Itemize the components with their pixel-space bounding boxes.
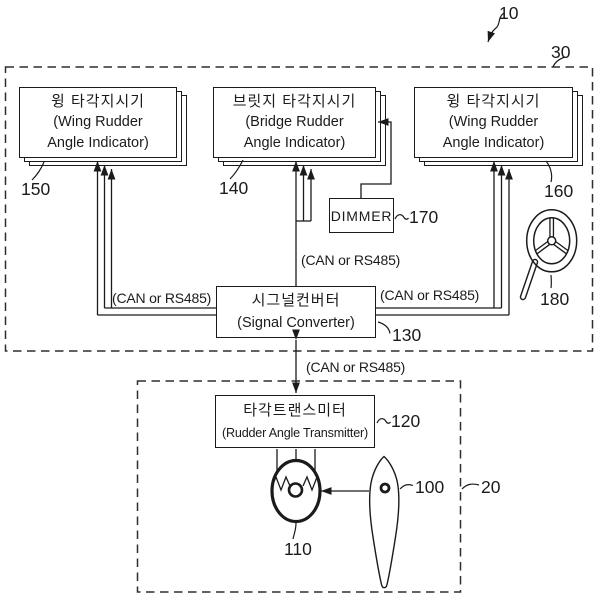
wing-rudder-indicator-right-box: 윙 타각지시기 (Wing Rudder Angle Indicator)	[414, 87, 583, 166]
ref-100: 100	[415, 477, 445, 497]
ref-140: 140	[219, 178, 249, 198]
bus-label-middle: (CAN or RS485)	[301, 252, 401, 268]
box-title-ko: 시그널컨버터	[251, 292, 341, 309]
rudder-blade-icon	[368, 455, 400, 589]
rudder-angle-transmitter-box: 타각트랜스미터 (Rudder Angle Transmitter)	[215, 395, 375, 448]
box-title: DIMMER	[330, 207, 393, 224]
ref-150: 150	[21, 179, 51, 199]
steering-wheel-icon	[519, 209, 578, 301]
wing-rudder-indicator-left-box: 윙 타각지시기 (Wing Rudder Angle Indicator)	[19, 87, 187, 166]
box-title-en: Angle Indicator)	[47, 135, 149, 151]
ref-120: 120	[391, 411, 421, 431]
bus-label-bottom: (CAN or RS485)	[306, 359, 406, 375]
box-title-en: Angle Indicator)	[243, 135, 346, 151]
ref-110: 110	[284, 539, 312, 559]
bridge-rudder-indicator-box: 브릿지 타각지시기 (Bridge Rudder Angle Indicator…	[213, 87, 386, 166]
box-title-ko: 브릿지 타각지시기	[232, 93, 357, 110]
potentiometer-icon	[270, 458, 322, 524]
box-title-en: (Bridge Rudder	[245, 114, 344, 130]
ref-30: 30	[551, 42, 571, 62]
box-title-en: (Wing Rudder	[53, 114, 143, 130]
box-title-ko: 타각트랜스미터	[243, 401, 347, 419]
dimmer-box: DIMMER	[329, 198, 394, 233]
box-title-ko: 윙 타각지시기	[446, 93, 541, 110]
signal-converter-box: 시그널컨버터 (Signal Converter)	[216, 286, 376, 338]
ref-180: 180	[540, 289, 570, 309]
ref-160: 160	[544, 181, 574, 201]
box-title-en: (Rudder Angle Transmitter)	[222, 425, 368, 440]
ref-20: 20	[481, 477, 501, 497]
bus-label-right: (CAN or RS485)	[380, 287, 480, 303]
ref-170: 170	[409, 207, 439, 227]
bus-label-left: (CAN or RS485)	[112, 290, 212, 306]
box-title-en: Angle Indicator)	[442, 135, 545, 151]
ref-130: 130	[392, 325, 422, 345]
ref-10: 10	[499, 3, 519, 23]
box-title-en: (Signal Converter)	[237, 315, 355, 331]
transmitter-potentiometer-lines	[276, 449, 316, 481]
box-title-ko: 윙 타각지시기	[51, 93, 145, 110]
box-title-en: (Wing Rudder	[448, 114, 539, 130]
